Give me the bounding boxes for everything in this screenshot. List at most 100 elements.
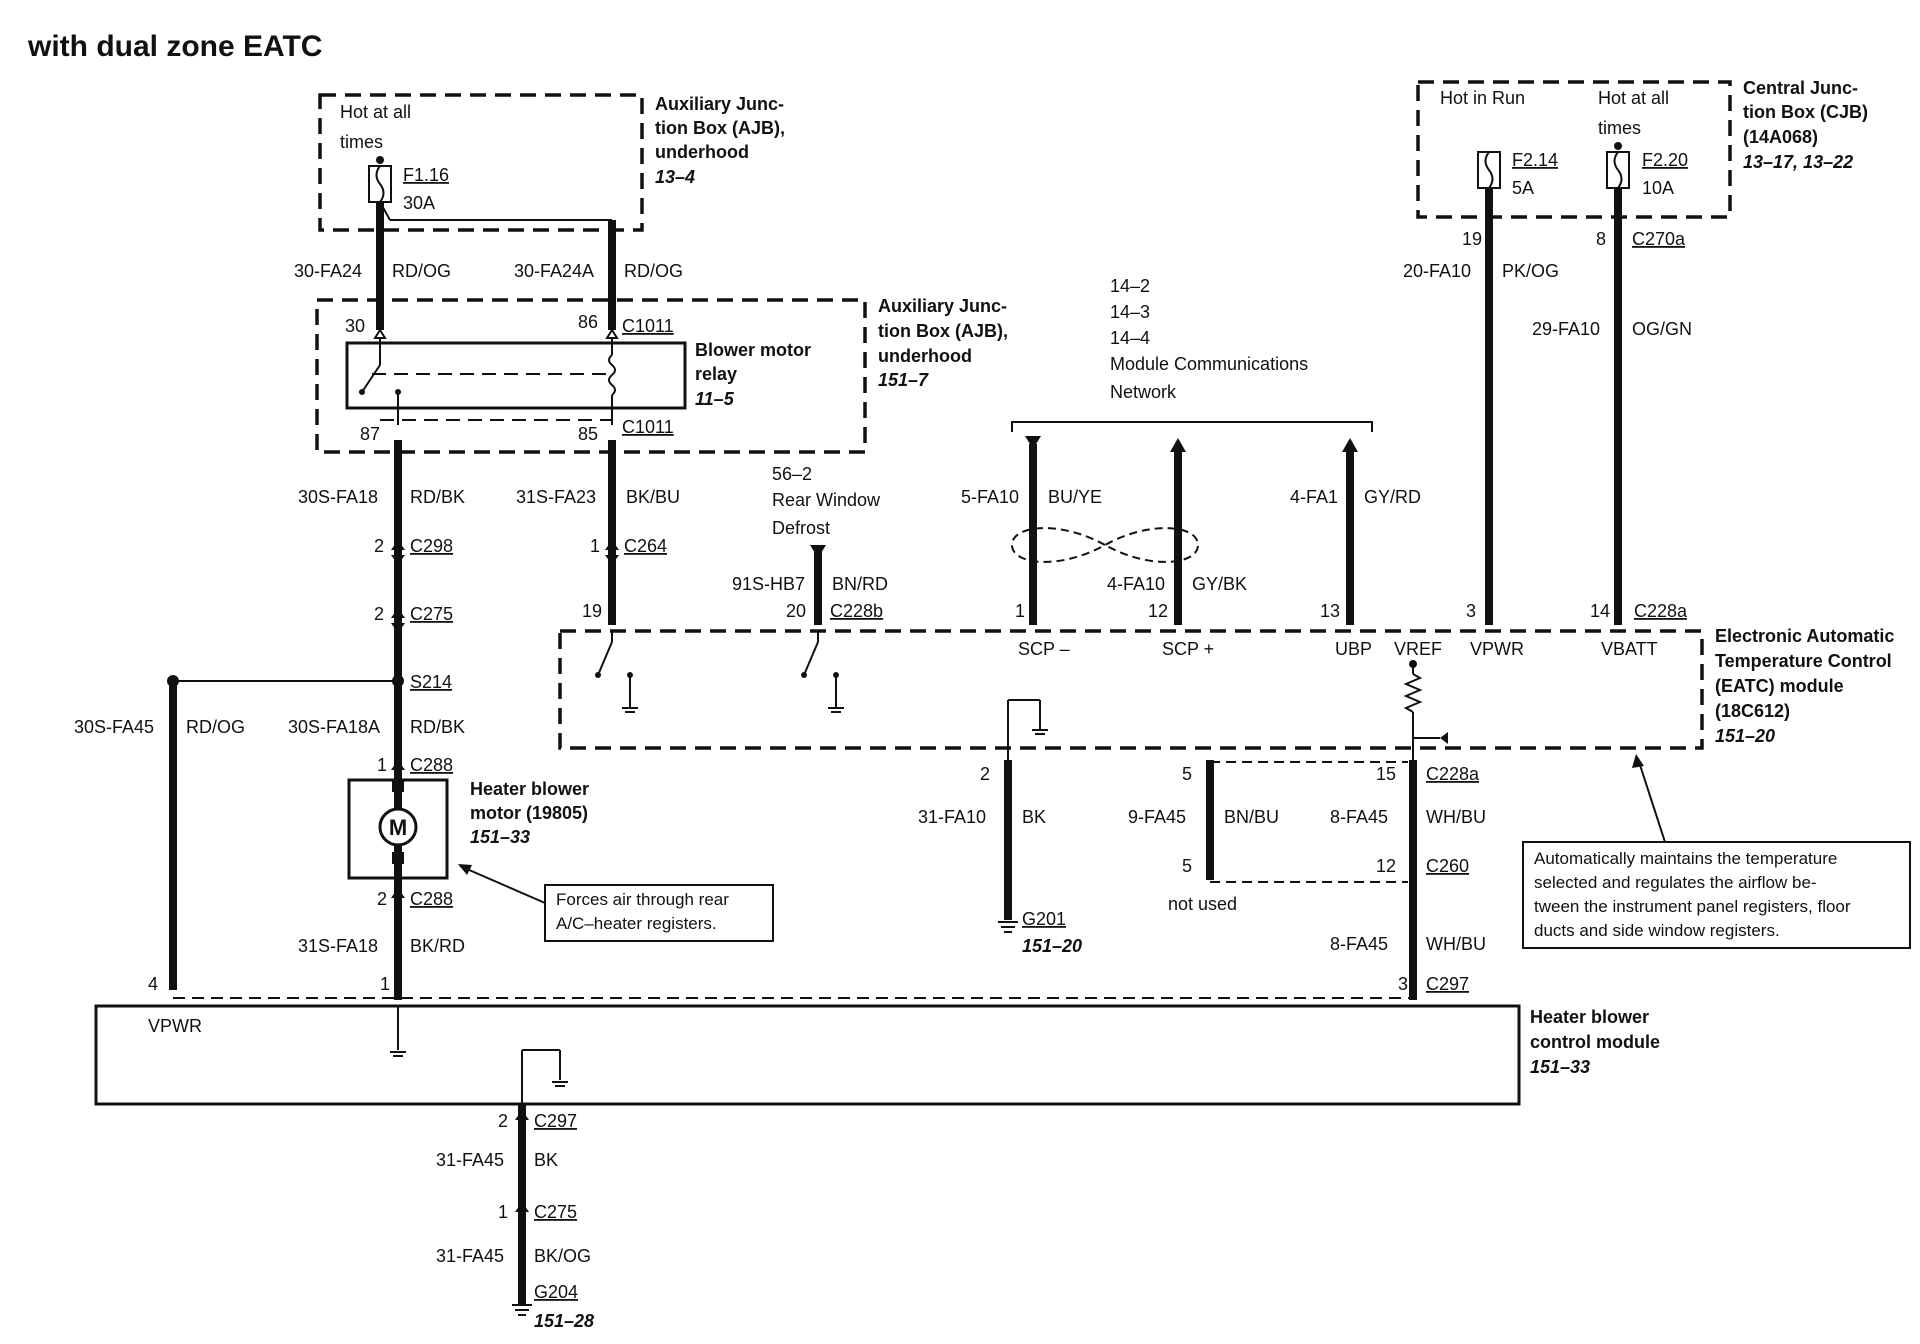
svg-text:underhood: underhood bbox=[655, 142, 749, 162]
connector-icon bbox=[391, 540, 619, 633]
pin: 2 bbox=[498, 1111, 508, 1131]
pin: 2 bbox=[374, 604, 384, 624]
pin: 2 bbox=[374, 536, 384, 556]
ground-g201-icon bbox=[998, 921, 1018, 933]
wire-color: WH/BU bbox=[1426, 934, 1486, 954]
wire-color: OG/GN bbox=[1632, 319, 1692, 339]
pin-20: 20 bbox=[786, 601, 806, 621]
svg-text:11–5: 11–5 bbox=[695, 389, 735, 409]
wire-color: BN/BU bbox=[1224, 807, 1279, 827]
defrost-arrow-icon bbox=[810, 545, 826, 558]
pin-label-scp-minus: SCP – bbox=[1018, 639, 1070, 659]
fuse-f116-id: F1.16 bbox=[403, 165, 449, 185]
connector-icon bbox=[391, 760, 405, 898]
pin-2: 2 bbox=[980, 764, 990, 784]
eatc-label: Electronic Automatic Temperature Control… bbox=[1715, 626, 1894, 746]
conn-c270a: C270a bbox=[1632, 229, 1686, 249]
ground-icon bbox=[1007, 699, 1048, 760]
svg-text:underhood: underhood bbox=[878, 346, 972, 366]
ground-icon bbox=[390, 1006, 406, 1057]
svg-text:13–4: 13–4 bbox=[655, 167, 695, 187]
conn-c297: C297 bbox=[1426, 974, 1469, 994]
wire-color: BK bbox=[1022, 807, 1046, 827]
note-auto-box bbox=[1522, 841, 1911, 949]
defrost-label: 56–2 Rear Window Defrost bbox=[772, 464, 881, 538]
relay-label: Blower motor relay 11–5 bbox=[695, 340, 811, 409]
fuse-f214-icon bbox=[1477, 151, 1501, 189]
svg-text:Blower motor: Blower motor bbox=[695, 340, 811, 360]
ground-g201: G201 bbox=[1022, 909, 1066, 929]
fuse-f116-rating: 30A bbox=[403, 193, 435, 213]
cjb-label: Central Junc- tion Box (CJB) (14A068) 13… bbox=[1743, 78, 1868, 172]
pin-1: 1 bbox=[380, 974, 390, 994]
svg-text:13–17, 13–22: 13–17, 13–22 bbox=[1743, 152, 1853, 172]
note-forces-line1: Forces air through rear bbox=[556, 890, 729, 909]
pin-label-vbatt: VBATT bbox=[1601, 639, 1658, 659]
fuse-f220-icon bbox=[1606, 142, 1630, 189]
wire-color: BK/BU bbox=[626, 487, 680, 507]
svg-text:151–33: 151–33 bbox=[1530, 1057, 1590, 1077]
cjb-hot-all-2: times bbox=[1598, 118, 1641, 138]
pin-label-vref: VREF bbox=[1394, 639, 1442, 659]
svg-text:Heater blower: Heater blower bbox=[1530, 1007, 1649, 1027]
conn-c1011-top: C1011 bbox=[622, 316, 674, 336]
wire-label: 8-FA45 bbox=[1330, 807, 1388, 827]
blower-motor-relay bbox=[345, 341, 687, 410]
cjb-fuse-box bbox=[1416, 80, 1732, 219]
note-auto-line4: ducts and side window registers. bbox=[1534, 921, 1780, 940]
wire-label: 31S-FA23 bbox=[516, 487, 596, 507]
svg-text:14–3: 14–3 bbox=[1110, 302, 1150, 322]
pin-3: 3 bbox=[1398, 974, 1408, 994]
wire-label: 9-FA45 bbox=[1128, 807, 1186, 827]
fuse-f220-rating: 10A bbox=[1642, 178, 1674, 198]
conn-c288-bot: C288 bbox=[410, 889, 453, 909]
arrow-up-icon bbox=[1170, 438, 1186, 452]
resistor-icon bbox=[1403, 660, 1448, 760]
svg-text:M: M bbox=[389, 815, 407, 840]
svg-text:Heater blower: Heater blower bbox=[470, 779, 589, 799]
pin-19: 19 bbox=[1462, 229, 1482, 249]
motor-icon: M bbox=[378, 780, 418, 864]
wire-label: 30-FA24 bbox=[294, 261, 362, 281]
ajb-fuse-box bbox=[318, 93, 644, 232]
svg-text:tion Box (CJB): tion Box (CJB) bbox=[1743, 102, 1868, 122]
wire-color: RD/BK bbox=[410, 717, 465, 737]
wire-color: BK bbox=[534, 1150, 558, 1170]
pin-label-vpwr: VPWR bbox=[1470, 639, 1524, 659]
wire-label: 30S-FA45 bbox=[74, 717, 154, 737]
svg-text:Central Junc-: Central Junc- bbox=[1743, 78, 1858, 98]
eatc-switch-icon bbox=[595, 630, 638, 713]
pin-87: 87 bbox=[360, 424, 380, 444]
ground-icon bbox=[521, 1049, 568, 1104]
conn-c1011-bot: C1011 bbox=[622, 417, 674, 437]
conn-c260: C260 bbox=[1426, 856, 1469, 876]
motor-label: Heater blower motor (19805) 151–33 bbox=[470, 779, 589, 847]
svg-text:151–20: 151–20 bbox=[1715, 726, 1775, 746]
conn-c288-top: C288 bbox=[410, 755, 453, 775]
conn-c228a-bot: C228a bbox=[1426, 764, 1480, 784]
wire-label: 91S-HB7 bbox=[732, 574, 805, 594]
connector-icon bbox=[515, 1110, 529, 1212]
svg-text:tion Box (AJB),: tion Box (AJB), bbox=[878, 321, 1008, 341]
pin-86: 86 bbox=[578, 312, 598, 332]
conn-c228b: C228b bbox=[830, 601, 883, 621]
pin-13: 13 bbox=[1320, 601, 1340, 621]
pin-85: 85 bbox=[578, 424, 598, 444]
twisted-pair-icon bbox=[1010, 527, 1200, 563]
svg-text:Temperature Control: Temperature Control bbox=[1715, 651, 1892, 671]
conn-c298: C298 bbox=[410, 536, 453, 556]
note-auto-line3: tween the instrument panel registers, fl… bbox=[1534, 897, 1851, 916]
svg-text:control module: control module bbox=[1530, 1032, 1660, 1052]
wire-label: 20-FA10 bbox=[1403, 261, 1471, 281]
svg-text:(18C612): (18C612) bbox=[1715, 701, 1790, 721]
wire-color: BK/OG bbox=[534, 1246, 591, 1266]
arrow-down-icon bbox=[1025, 436, 1041, 449]
pin-1: 1 bbox=[1015, 601, 1025, 621]
wire-color: WH/BU bbox=[1426, 807, 1486, 827]
network-bracket bbox=[1011, 421, 1373, 432]
cjb-hot-all-1: Hot at all bbox=[1598, 88, 1669, 108]
fuse-f214-rating: 5A bbox=[1512, 178, 1534, 198]
ground-g204: G204 bbox=[534, 1282, 578, 1302]
conn-c275-bot: C275 bbox=[534, 1202, 577, 1222]
pin-8: 8 bbox=[1596, 229, 1606, 249]
